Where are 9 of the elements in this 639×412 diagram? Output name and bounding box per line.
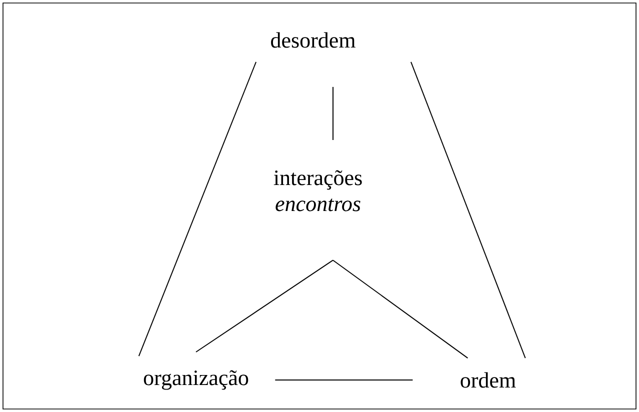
node-label: interações encontros — [274, 170, 362, 212]
node-label: organização — [144, 370, 248, 390]
connector-line — [410, 61, 526, 359]
node-label: ordem — [460, 372, 516, 388]
connector-line — [196, 260, 334, 353]
connector-line — [332, 260, 468, 359]
node-label: desordem — [271, 32, 356, 48]
connector-line — [332, 86, 334, 140]
connector-line — [138, 61, 257, 357]
